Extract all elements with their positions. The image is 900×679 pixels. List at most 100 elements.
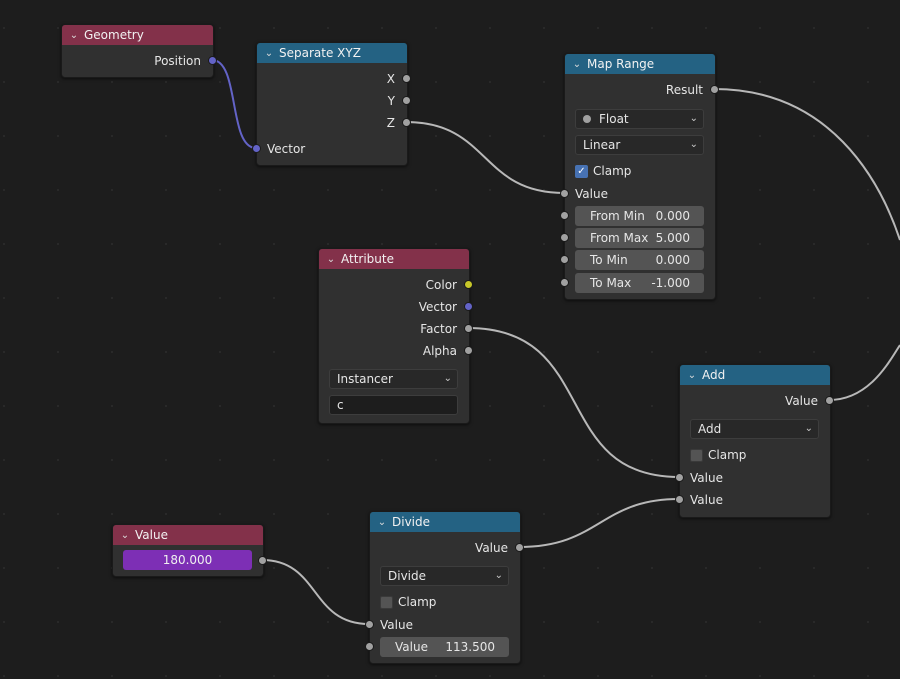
input-from-min-socket[interactable]	[560, 211, 569, 220]
chevron-down-icon: ⌄	[494, 570, 503, 581]
field-label: To Min	[590, 253, 628, 267]
node-title: Add	[702, 368, 726, 382]
node-header[interactable]: ⌄ Add	[680, 365, 830, 385]
link-add-out	[828, 344, 900, 401]
node-header[interactable]: ⌄ Attribute	[319, 249, 469, 269]
output-color-socket[interactable]	[464, 280, 473, 289]
from-min-field[interactable]: From Min 0.000	[575, 206, 704, 226]
node-title: Divide	[392, 515, 431, 529]
chevron-down-icon[interactable]: ⌄	[264, 47, 274, 59]
link-divide-value	[518, 498, 680, 548]
output-factor-socket[interactable]	[464, 324, 473, 333]
checkbox-icon	[380, 595, 393, 609]
input-vector-socket[interactable]	[252, 144, 261, 153]
output-x-label: X	[386, 72, 395, 86]
domain-value: Instancer	[337, 372, 393, 386]
clamp-checkbox[interactable]: ✓ Clamp	[575, 164, 631, 178]
data-type-dropdown[interactable]: Float ⌄	[575, 109, 704, 129]
field-value: 0.000	[655, 209, 690, 223]
checkmark-icon: ✓	[575, 164, 588, 178]
data-type-value: Float	[599, 112, 629, 126]
chevron-down-icon[interactable]: ⌄	[120, 529, 130, 541]
output-alpha-socket[interactable]	[464, 346, 473, 355]
output-value-socket[interactable]	[825, 396, 834, 405]
node-header[interactable]: ⌄ Map Range	[565, 54, 715, 74]
output-y-label: Y	[387, 94, 395, 108]
chevron-down-icon: ⌄	[689, 139, 698, 150]
interpolation-dropdown[interactable]: Linear ⌄	[575, 135, 704, 155]
input-to-max-socket[interactable]	[560, 278, 569, 287]
field-value: 5.000	[655, 231, 690, 245]
output-z-socket[interactable]	[402, 118, 411, 127]
field-value: 0.000	[655, 253, 690, 267]
clamp-label: Clamp	[593, 164, 632, 178]
link-z-value	[405, 121, 565, 194]
output-vector-label: Vector	[418, 300, 457, 314]
chevron-down-icon[interactable]: ⌄	[326, 253, 336, 265]
output-color-label: Color	[425, 278, 457, 292]
input-value-socket-a[interactable]	[675, 473, 684, 482]
value-field[interactable]: 180.000	[123, 550, 252, 570]
output-y-socket[interactable]	[402, 96, 411, 105]
node-header[interactable]: ⌄ Divide	[370, 512, 520, 532]
chevron-down-icon[interactable]: ⌄	[572, 58, 582, 70]
field-label: From Min	[590, 209, 645, 223]
input-to-min-socket[interactable]	[560, 255, 569, 264]
node-divide[interactable]: ⌄ Divide Value Divide ⌄ Clamp Value Valu…	[365, 511, 524, 664]
chevron-down-icon[interactable]: ⌄	[69, 29, 79, 41]
input-vector-label: Vector	[267, 142, 306, 156]
attribute-name-input[interactable]: c	[329, 395, 458, 415]
operation-value: Divide	[388, 569, 427, 583]
clamp-checkbox[interactable]: Clamp	[690, 448, 746, 462]
node-header[interactable]: ⌄ Separate XYZ	[257, 43, 407, 63]
input-value-socket-a[interactable]	[365, 620, 374, 629]
output-value-socket[interactable]	[515, 543, 524, 552]
field-value: 113.500	[445, 640, 495, 654]
operation-dropdown[interactable]: Add ⌄	[690, 419, 819, 439]
node-title: Attribute	[341, 252, 394, 266]
node-geometry[interactable]: ⌄ Geometry Position	[61, 24, 217, 78]
input-value-socket-b[interactable]	[675, 495, 684, 504]
input-value-label: Value	[690, 493, 723, 507]
output-x-socket[interactable]	[402, 74, 411, 83]
from-max-field[interactable]: From Max 5.000	[575, 228, 704, 248]
node-value[interactable]: ⌄ Value 180.000	[112, 524, 267, 577]
output-vector-socket[interactable]	[464, 302, 473, 311]
to-max-field[interactable]: To Max -1.000	[575, 273, 704, 293]
chevron-down-icon[interactable]: ⌄	[687, 369, 697, 381]
field-value: -1.000	[651, 276, 690, 290]
domain-dropdown[interactable]: Instancer ⌄	[329, 369, 458, 389]
node-header[interactable]: ⌄ Value	[113, 525, 263, 545]
input-value-label: Value	[575, 187, 608, 201]
output-result-socket[interactable]	[710, 85, 719, 94]
clamp-label: Clamp	[708, 448, 747, 462]
output-value-label: Value	[475, 541, 508, 555]
field-label: To Max	[590, 276, 632, 290]
output-position-socket[interactable]	[208, 56, 217, 65]
node-title: Separate XYZ	[279, 46, 361, 60]
checkbox-icon	[690, 448, 703, 462]
node-title: Map Range	[587, 57, 655, 71]
node-add[interactable]: ⌄ Add Value Add ⌄ Clamp Value Value	[675, 364, 834, 518]
operation-dropdown[interactable]: Divide ⌄	[380, 566, 509, 586]
chevron-down-icon[interactable]: ⌄	[377, 516, 387, 528]
input-value-socket[interactable]	[560, 189, 569, 198]
output-z-label: Z	[386, 116, 395, 130]
to-min-field[interactable]: To Min 0.000	[575, 250, 704, 270]
output-factor-label: Factor	[420, 322, 457, 336]
field-label: From Max	[590, 231, 649, 245]
chevron-down-icon: ⌄	[689, 113, 698, 124]
node-attribute[interactable]: ⌄ Attribute Color Vector Factor Alpha In…	[318, 248, 473, 424]
node-header[interactable]: ⌄ Geometry	[62, 25, 213, 45]
field-label: Value	[395, 640, 428, 654]
float-socket-icon	[583, 114, 591, 123]
value-b-field[interactable]: Value 113.500	[380, 637, 509, 657]
output-value-label: Value	[785, 394, 818, 408]
input-from-max-socket[interactable]	[560, 233, 569, 242]
output-value-socket[interactable]	[258, 556, 267, 565]
clamp-checkbox[interactable]: Clamp	[380, 595, 436, 609]
node-separate-xyz[interactable]: ⌄ Separate XYZ X Y Z Vector	[252, 42, 411, 166]
input-value-socket-b[interactable]	[365, 642, 374, 651]
link-factor-value	[467, 327, 680, 478]
node-map-range[interactable]: ⌄ Map Range Result Float ⌄ Linear ⌄ ✓ Cl…	[560, 53, 719, 300]
